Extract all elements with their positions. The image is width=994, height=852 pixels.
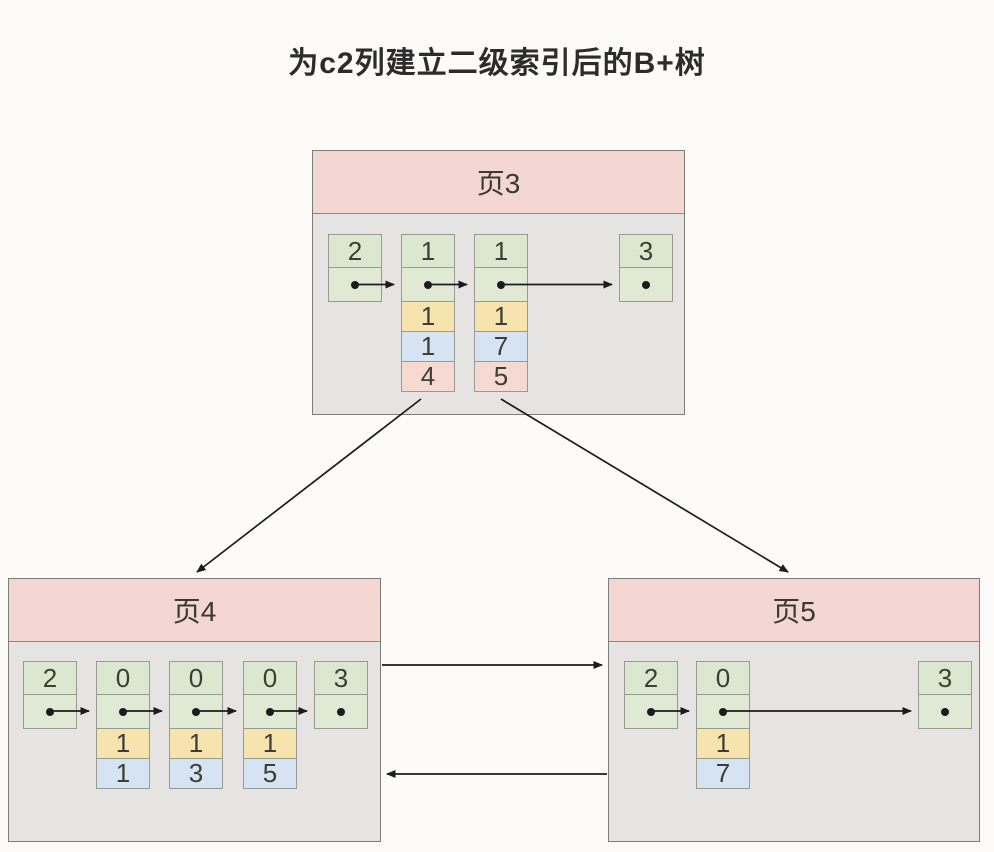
page-4: 页4 2 0 1 1 0 1 3 0 1 5 3 xyxy=(8,578,381,842)
record-type-cell: 3 xyxy=(619,234,673,268)
next-record-pointer-cell xyxy=(96,694,150,729)
record-type-cell: 0 xyxy=(696,661,750,695)
pointer-dot-icon xyxy=(266,707,274,716)
c2-value-cell: 1 xyxy=(696,728,750,759)
page-3-record-infimum: 2 xyxy=(328,234,382,302)
c2-value-cell: 1 xyxy=(401,301,455,332)
record-type-cell: 1 xyxy=(474,234,528,268)
next-record-pointer-cell xyxy=(243,694,297,729)
pointer-dot-icon xyxy=(497,280,505,289)
arrow-page3-to-page5 xyxy=(500,398,789,573)
pointer-dot-icon xyxy=(46,707,54,716)
diagram-title: 为c2列建立二级索引后的B+树 xyxy=(288,47,706,80)
next-record-pointer-cell xyxy=(169,694,223,729)
page-4-record-1: 0 1 1 xyxy=(96,661,150,789)
next-record-pointer-cell xyxy=(619,267,673,302)
page-3-record-1: 1 1 1 4 xyxy=(401,234,455,392)
c1-value-cell: 1 xyxy=(96,758,150,789)
record-type-cell: 3 xyxy=(918,661,972,695)
pointer-dot-icon xyxy=(192,707,200,716)
next-record-pointer-cell xyxy=(328,267,382,302)
next-record-pointer-cell xyxy=(624,694,678,729)
next-record-pointer-cell xyxy=(23,694,77,729)
next-record-pointer-cell xyxy=(918,694,972,729)
page-4-record-2: 0 1 3 xyxy=(169,661,223,789)
page-5-record-infimum: 2 xyxy=(624,661,678,729)
page-4-title: 页4 xyxy=(172,596,217,627)
page-5: 页5 2 0 1 7 3 xyxy=(608,578,980,842)
child-page-cell: 5 xyxy=(474,361,528,392)
pointer-dot-icon xyxy=(719,707,727,716)
record-type-cell: 3 xyxy=(314,661,368,695)
page-4-record-supremum: 3 xyxy=(314,661,368,729)
page-5-record-supremum: 3 xyxy=(918,661,972,729)
record-type-cell: 2 xyxy=(328,234,382,268)
page-3-header: 页3 xyxy=(313,151,684,214)
pointer-dot-icon xyxy=(642,280,650,289)
page-5-header: 页5 xyxy=(609,579,979,642)
record-type-cell: 0 xyxy=(96,661,150,695)
pointer-dot-icon xyxy=(351,280,359,289)
next-record-pointer-cell xyxy=(696,694,750,729)
page-4-record-infimum: 2 xyxy=(23,661,77,729)
next-record-pointer-cell xyxy=(474,267,528,302)
record-type-cell: 1 xyxy=(401,234,455,268)
c1-value-cell: 1 xyxy=(401,331,455,362)
c1-value-cell: 7 xyxy=(696,758,750,789)
arrow-page3-to-page4 xyxy=(196,398,422,573)
child-page-cell: 4 xyxy=(401,361,455,392)
pointer-dot-icon xyxy=(337,707,345,716)
record-type-cell: 2 xyxy=(624,661,678,695)
c2-value-cell: 1 xyxy=(96,728,150,759)
record-type-cell: 0 xyxy=(169,661,223,695)
next-record-pointer-cell xyxy=(401,267,455,302)
next-record-pointer-cell xyxy=(314,694,368,729)
c2-value-cell: 1 xyxy=(243,728,297,759)
pointer-dot-icon xyxy=(424,280,432,289)
c1-value-cell: 3 xyxy=(169,758,223,789)
c1-value-cell: 5 xyxy=(243,758,297,789)
pointer-dot-icon xyxy=(647,707,655,716)
pointer-dot-icon xyxy=(941,707,949,716)
c1-value-cell: 7 xyxy=(474,331,528,362)
page-3-record-2: 1 1 7 5 xyxy=(474,234,528,392)
c2-value-cell: 1 xyxy=(169,728,223,759)
pointer-dot-icon xyxy=(119,707,127,716)
record-type-cell: 0 xyxy=(243,661,297,695)
c2-value-cell: 1 xyxy=(474,301,528,332)
page-4-header: 页4 xyxy=(9,579,380,642)
page-3-record-supremum: 3 xyxy=(619,234,673,302)
page-5-title: 页5 xyxy=(772,596,816,627)
page-5-record-1: 0 1 7 xyxy=(696,661,750,789)
page-3: 页3 2 1 1 1 4 1 1 7 5 3 xyxy=(312,150,685,415)
record-type-cell: 2 xyxy=(23,661,77,695)
page-3-title: 页3 xyxy=(476,168,521,199)
page-4-record-3: 0 1 5 xyxy=(243,661,297,789)
